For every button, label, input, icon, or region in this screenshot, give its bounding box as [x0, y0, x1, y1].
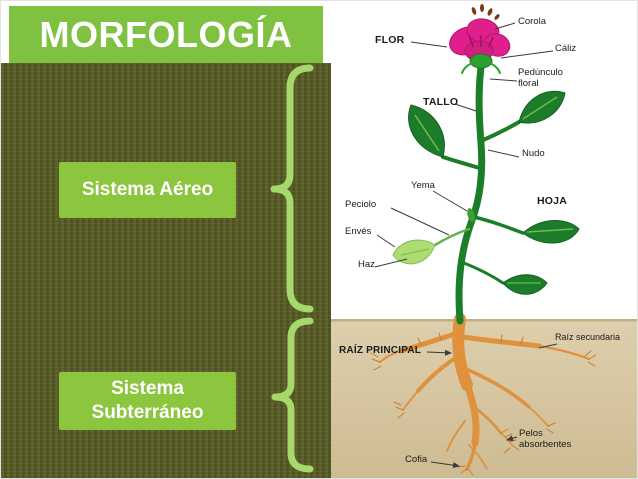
plant-label-haz: Haz — [358, 259, 375, 270]
plant-label-hoja: HOJA — [537, 195, 567, 207]
label-sistema-aereo: Sistema Aéreo — [59, 162, 236, 218]
plant-illustration — [331, 4, 637, 478]
flower-group — [449, 4, 511, 74]
plant-label-cofia: Cofia — [405, 454, 428, 465]
plant-label-pedunculo-floral: Pedúnculo floral — [518, 67, 563, 89]
sistema-subterraneo-text: Sistema Subterráneo — [91, 378, 204, 423]
leader-lines — [374, 22, 558, 469]
label-sistema-subterraneo: Sistema Subterráneo — [59, 372, 236, 430]
plant-label-peciolo: Peciolo — [345, 199, 377, 210]
plant-diagram-panel: FLOR Corola Cáliz Pedúnculo floral TALLO… — [331, 1, 637, 478]
title-banner: MORFOLOGÍA — [9, 6, 323, 63]
bud-yema — [467, 208, 475, 222]
plant-label-raiz-principal: RAÍZ PRINCIPAL — [339, 345, 422, 356]
soil-area — [331, 319, 637, 478]
leaves-group — [392, 90, 580, 295]
plant-label-pelos-absorbentes: Pelos absorbentes — [519, 428, 572, 450]
page-title: MORFOLOGÍA — [39, 13, 293, 55]
plant-label-nudo: Nudo — [522, 148, 545, 159]
roots-group — [379, 313, 591, 471]
plant-label-tallo: TALLO — [423, 96, 459, 108]
sistema-aereo-text: Sistema Aéreo — [81, 179, 214, 201]
plant-label-corola: Corola — [518, 16, 546, 27]
stem-group — [433, 63, 525, 325]
plant-label-raiz-secundaria: Raíz secundaria — [555, 332, 621, 342]
plant-label-yema: Yema — [411, 180, 435, 191]
plant-label-caliz: Cáliz — [555, 43, 577, 54]
plant-label-flor: FLOR — [375, 34, 405, 46]
plant-label-enves: Envés — [345, 226, 372, 237]
